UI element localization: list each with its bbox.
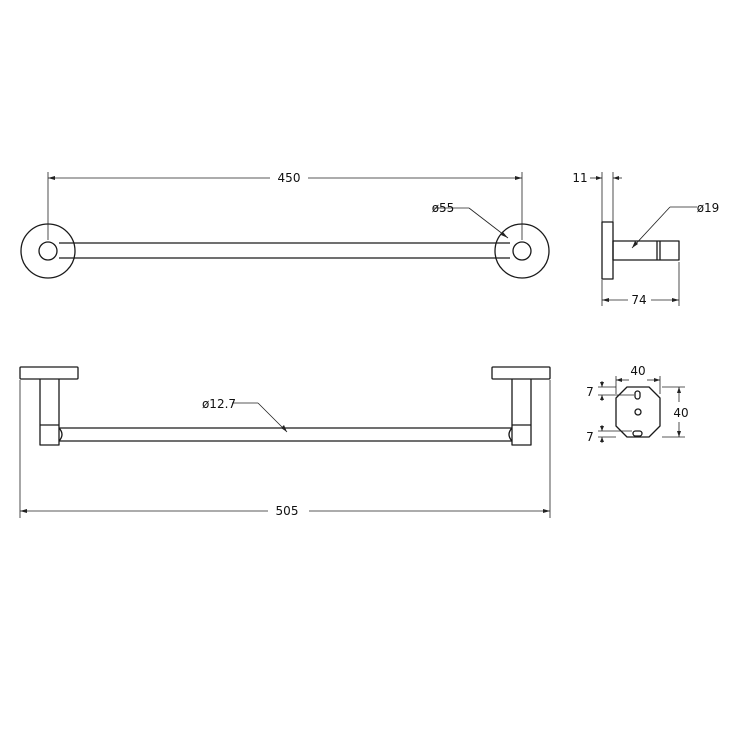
plate-thickness-label: 11 <box>572 171 587 185</box>
hole-offset-bottom-label: 7 <box>586 430 594 444</box>
mount-width-label: 40 <box>630 364 645 378</box>
rosette-diameter-label: ø55 <box>432 201 455 215</box>
projection-label: 74 <box>631 293 646 307</box>
front-bar <box>59 242 510 259</box>
top-view: ø12.7 505 <box>19 366 551 518</box>
hole-offset-top-label: 7 <box>586 385 594 399</box>
post-diameter-label: ø19 <box>697 201 720 215</box>
mount-slot-top <box>634 390 641 400</box>
overall-length-label: 505 <box>276 504 299 518</box>
mount-plate-octagon <box>615 386 661 438</box>
side-view: 11 ø19 74 <box>572 171 719 307</box>
top-bar <box>58 427 513 442</box>
left-rosette-inner <box>38 241 58 261</box>
right-plate <box>491 366 551 380</box>
bar-diameter-label: ø12.7 <box>202 397 236 411</box>
left-plate <box>19 366 79 380</box>
mount-view: 40 40 7 7 <box>586 364 688 444</box>
post-leader <box>631 206 671 249</box>
rosette-leader <box>468 207 509 239</box>
side-plate <box>601 221 614 280</box>
mount-height-label: 40 <box>673 406 688 420</box>
mount-hole-center <box>634 408 642 416</box>
span-label: 450 <box>278 171 301 185</box>
front-view: 450 ø55 <box>20 171 550 279</box>
mount-slot-bottom <box>632 430 643 437</box>
right-rosette-inner <box>512 241 532 261</box>
side-post <box>612 240 680 261</box>
